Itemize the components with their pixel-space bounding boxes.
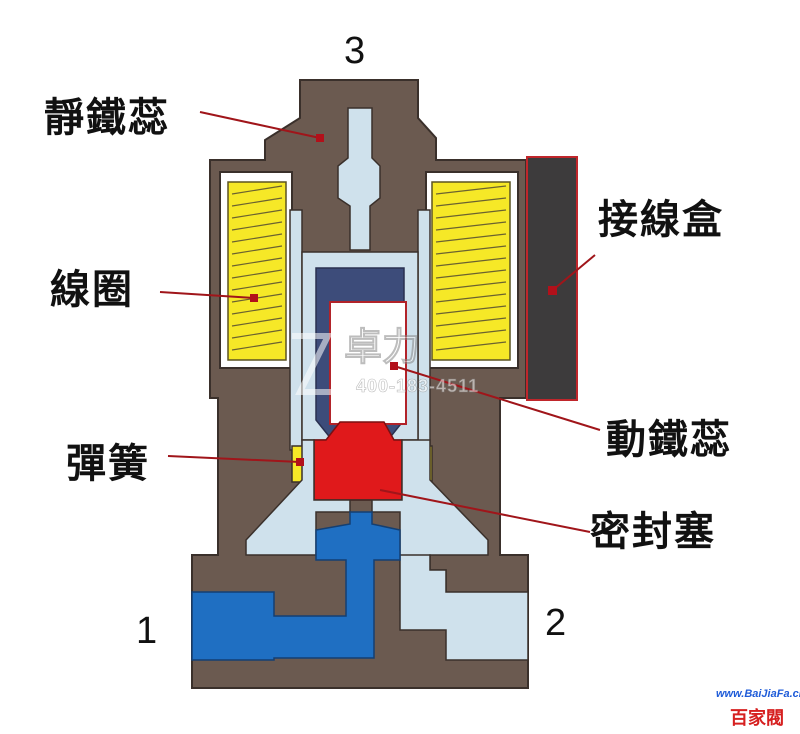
leader-dots xyxy=(250,134,557,466)
port-1-fluid xyxy=(191,511,401,661)
label-junction-box: 接線盒 xyxy=(598,197,724,243)
coil-left-winding xyxy=(231,341,283,351)
port-1-label: 1 xyxy=(136,610,158,652)
guide-tube-left xyxy=(289,209,303,451)
label-spring: 彈簧 xyxy=(66,441,150,487)
leader-spring xyxy=(167,455,301,463)
coil-right-winding xyxy=(435,185,507,195)
coil-left-winding xyxy=(231,269,283,279)
port-2-label: 2 xyxy=(545,602,567,644)
leader-seal-plug xyxy=(379,489,591,533)
coil-right-winding xyxy=(435,221,507,231)
coil-right-winding xyxy=(435,245,507,255)
junction-box xyxy=(526,156,578,401)
leader-coil xyxy=(159,291,255,299)
coil-left-winding xyxy=(231,317,283,327)
watermark-phone: 400-183-4511 xyxy=(356,376,479,396)
coil-right-winding xyxy=(435,293,507,303)
dot-junction-box xyxy=(548,286,557,295)
leader-junction-box xyxy=(552,254,596,291)
dot-moving-core xyxy=(390,362,398,370)
label-static-core: 靜鐵蕊 xyxy=(44,95,170,141)
coil-right-winding xyxy=(435,281,507,291)
leader-moving-core xyxy=(393,365,601,431)
coil-right-winding xyxy=(435,305,507,315)
site-logo-url: www.BaiJiaFa.cn xyxy=(716,688,800,700)
watermark: 卓力 400-183-4511 xyxy=(292,325,479,396)
coil-right-winding xyxy=(435,269,507,279)
port-2-passage xyxy=(399,554,529,661)
dot-coil xyxy=(250,294,258,302)
dot-spring xyxy=(296,458,304,466)
coil-right-winding xyxy=(435,233,507,243)
coil-right-winding xyxy=(435,329,507,339)
leader-lines xyxy=(159,111,601,533)
coil-left-winding xyxy=(231,221,283,231)
coil-left-winding xyxy=(231,257,283,267)
coil-left-winding xyxy=(231,233,283,243)
dot-static-core xyxy=(316,134,324,142)
coil-left-winding xyxy=(231,185,283,195)
leader-static-core xyxy=(199,111,321,139)
coil-right-winding xyxy=(435,341,507,351)
coil-right-winding xyxy=(435,317,507,327)
watermark-brand: 卓力 xyxy=(344,325,420,369)
site-logo-chinese: 百家閥 xyxy=(730,708,784,729)
port-3-label: 3 xyxy=(344,30,366,72)
site-logo: www.BaiJiaFa.cn 百家閥 xyxy=(716,684,800,730)
label-moving-core: 動鐵蕊 xyxy=(606,417,732,463)
coil-left-winding xyxy=(231,209,283,219)
port-3-passage xyxy=(337,107,381,251)
label-coil: 線圈 xyxy=(50,267,134,313)
coil-left-winding xyxy=(231,281,283,291)
watermark-logo-icon xyxy=(292,333,336,395)
coil-right-winding xyxy=(435,257,507,267)
coil-left-winding xyxy=(231,329,283,339)
coil-windings xyxy=(231,185,507,351)
coil-right-winding xyxy=(435,209,507,219)
coil-left-winding xyxy=(231,245,283,255)
coil-left-winding xyxy=(231,197,283,207)
label-seal-plug: 密封塞 xyxy=(590,509,716,555)
coil-right-winding xyxy=(435,197,507,207)
coil-left-winding xyxy=(231,305,283,315)
